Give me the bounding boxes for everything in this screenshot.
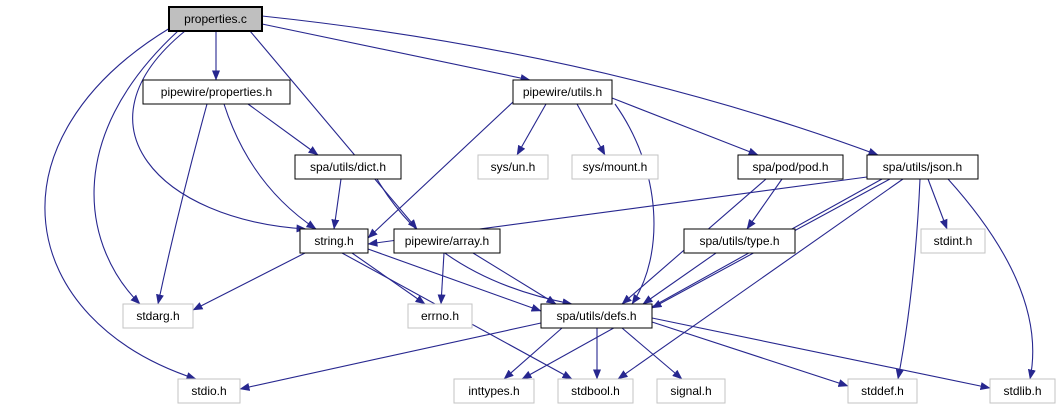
node-label-spa-utils-dict-h: spa/utils/dict.h: [310, 160, 386, 174]
edge-properties_c-to-pipewire_array_h: [249, 30, 418, 230]
edge-spa_utils_dict_h-to-spa_utils_defs_h: [376, 178, 573, 307]
node-label-spa-utils-type-h: spa/utils/type.h: [699, 234, 779, 248]
node-box-signal-h: [656, 378, 726, 404]
node-errno-h: errno.h: [407, 303, 473, 329]
node-box-stdarg-h: [122, 303, 194, 329]
edge-spa_utils_json_h-to-stdbool_h: [617, 178, 904, 380]
edge-pipewire_array_h-to-spa_utils_defs_h: [472, 252, 557, 305]
edge-properties_c-to-string_h: [132, 30, 307, 233]
node-pipewire-utils-h[interactable]: pipewire/utils.h: [512, 79, 613, 105]
node-stddef-h: stddef.h: [847, 378, 918, 404]
node-box-stdint-h: [920, 228, 986, 254]
edge-properties_c-to-stdio_h: [44, 27, 197, 380]
node-box-stddef-h: [847, 378, 918, 404]
edge-properties_c-to-spa_utils_json_h: [261, 15, 879, 156]
node-label-pipewire-properties-h: pipewire/properties.h: [161, 85, 272, 99]
nodes-layer: properties.c pipewire/properties.h pipewir…: [122, 6, 1056, 404]
edge-spa_utils_defs_h-to-signal_h: [621, 327, 683, 380]
edge-spa_utils_json_h-to-stdint_h: [927, 178, 948, 230]
edge-spa_utils_defs_h-to-stdlib_h: [651, 317, 991, 390]
node-label-inttypes-h: inttypes.h: [468, 384, 519, 398]
node-pipewire-properties-h[interactable]: pipewire/properties.h: [142, 79, 291, 105]
node-box-properties-c: [168, 6, 263, 32]
node-stdarg-h: stdarg.h: [122, 303, 194, 329]
node-label-stddef-h: stddef.h: [861, 384, 904, 398]
node-box-sys-un-h: [477, 154, 549, 180]
node-box-sys-mount-h: [571, 154, 659, 180]
node-label-sys-mount-h: sys/mount.h: [583, 160, 648, 174]
node-inttypes-h: inttypes.h: [453, 378, 535, 404]
node-stdlib-h: stdlib.h: [989, 378, 1056, 404]
edge-spa_utils_json_h-to-stddef_h: [895, 178, 921, 380]
node-label-pipewire-array-h: pipewire/array.h: [405, 234, 489, 248]
node-box-spa-utils-type-h[interactable]: [683, 228, 796, 254]
node-label-pipewire-utils-h: pipewire/utils.h: [523, 85, 602, 99]
edge-pipewire_properties_h-to-stdarg_h: [156, 103, 208, 305]
node-label-stdlib-h: stdlib.h: [1003, 384, 1041, 398]
edge-pipewire_utils_h-to-spa_utils_defs_h: [614, 103, 655, 305]
node-label-spa-utils-json-h: spa/utils/json.h: [883, 160, 962, 174]
node-label-properties-c: properties.c: [184, 12, 247, 26]
edge-spa_utils_json_h-to-inttypes_h: [521, 178, 883, 380]
node-box-pipewire-properties-h[interactable]: [142, 79, 291, 105]
node-stdint-h: stdint.h: [920, 228, 986, 254]
node-box-stdlib-h: [989, 378, 1056, 404]
edge-pipewire_utils_h-to-sys_mount_h: [576, 103, 606, 156]
node-box-spa-utils-defs-h[interactable]: [540, 303, 653, 329]
node-box-spa-pod-pod-h[interactable]: [737, 154, 844, 180]
node-string-h[interactable]: string.h: [299, 228, 369, 254]
node-spa-utils-defs-h[interactable]: spa/utils/defs.h: [540, 303, 653, 329]
node-spa-utils-dict-h[interactable]: spa/utils/dict.h: [294, 154, 402, 180]
node-label-signal-h: signal.h: [670, 384, 711, 398]
node-box-spa-utils-json-h[interactable]: [866, 154, 979, 180]
node-box-string-h[interactable]: [299, 228, 369, 254]
edge-spa_utils_type_h-to-spa_utils_defs_h: [642, 252, 717, 305]
edge-spa_utils_dict_h-to-string_h: [331, 178, 342, 230]
node-stdbool-h: stdbool.h: [557, 378, 634, 404]
node-label-sys-un-h: sys/un.h: [491, 160, 536, 174]
edge-spa_utils_defs_h-to-inttypes_h: [503, 327, 563, 380]
edge-spa_utils_json_h-to-stdlib_h: [947, 178, 1036, 380]
edge-pipewire_properties_h-to-spa_utils_dict_h: [247, 103, 319, 156]
node-spa-utils-type-h[interactable]: spa/utils/type.h: [683, 228, 796, 254]
edge-spa_utils_defs_h-to-stddef_h: [651, 321, 849, 387]
edge-string_h-to-stdarg_h: [192, 252, 306, 311]
node-box-pipewire-array-h[interactable]: [393, 228, 501, 254]
node-box-pipewire-utils-h[interactable]: [512, 79, 613, 105]
node-box-stdbool-h: [557, 378, 634, 404]
edge-spa_pod_pod_h-to-spa_utils_type_h: [746, 178, 783, 230]
node-spa-utils-json-h[interactable]: spa/utils/json.h: [866, 154, 979, 180]
node-label-string-h: string.h: [314, 234, 353, 248]
edge-string_h-to-spa_utils_defs_h: [367, 248, 542, 312]
node-box-errno-h: [407, 303, 473, 329]
edge-properties_c-to-stdarg_h: [93, 30, 179, 305]
edge-spa_utils_defs_h-to-stdio_h: [239, 322, 542, 391]
edge-pipewire_properties_h-to-string_h: [223, 103, 317, 230]
node-box-inttypes-h: [453, 378, 535, 404]
edge-pipewire_array_h-to-errno_h: [437, 252, 446, 305]
node-spa-pod-pod-h[interactable]: spa/pod/pod.h: [737, 154, 844, 180]
node-label-stdarg-h: stdarg.h: [136, 309, 179, 323]
node-properties-c: properties.c: [168, 6, 263, 32]
node-sys-mount-h: sys/mount.h: [571, 154, 659, 180]
node-label-spa-utils-defs-h: spa/utils/defs.h: [556, 309, 636, 323]
edge-pipewire_utils_h-to-sys_un_h: [516, 103, 547, 156]
edges-layer: [44, 15, 1036, 391]
node-label-stdbool-h: stdbool.h: [571, 384, 620, 398]
node-pipewire-array-h[interactable]: pipewire/array.h: [393, 228, 501, 254]
edge-pipewire_utils_h-to-spa_pod_pod_h: [611, 97, 759, 156]
node-box-stdio-h: [177, 378, 241, 404]
node-label-spa-pod-pod-h: spa/pod/pod.h: [752, 160, 828, 174]
edge-pipewire_utils_h-to-string_h: [367, 101, 514, 239]
node-label-errno-h: errno.h: [421, 309, 459, 323]
node-sys-un-h: sys/un.h: [477, 154, 549, 180]
node-stdio-h: stdio.h: [177, 378, 241, 404]
node-label-stdio-h: stdio.h: [191, 384, 226, 398]
edge-properties_c-to-pipewire_utils_h: [261, 23, 531, 82]
node-signal-h: signal.h: [656, 378, 726, 404]
node-box-spa-utils-dict-h[interactable]: [294, 154, 402, 180]
node-label-stdint-h: stdint.h: [934, 234, 973, 248]
